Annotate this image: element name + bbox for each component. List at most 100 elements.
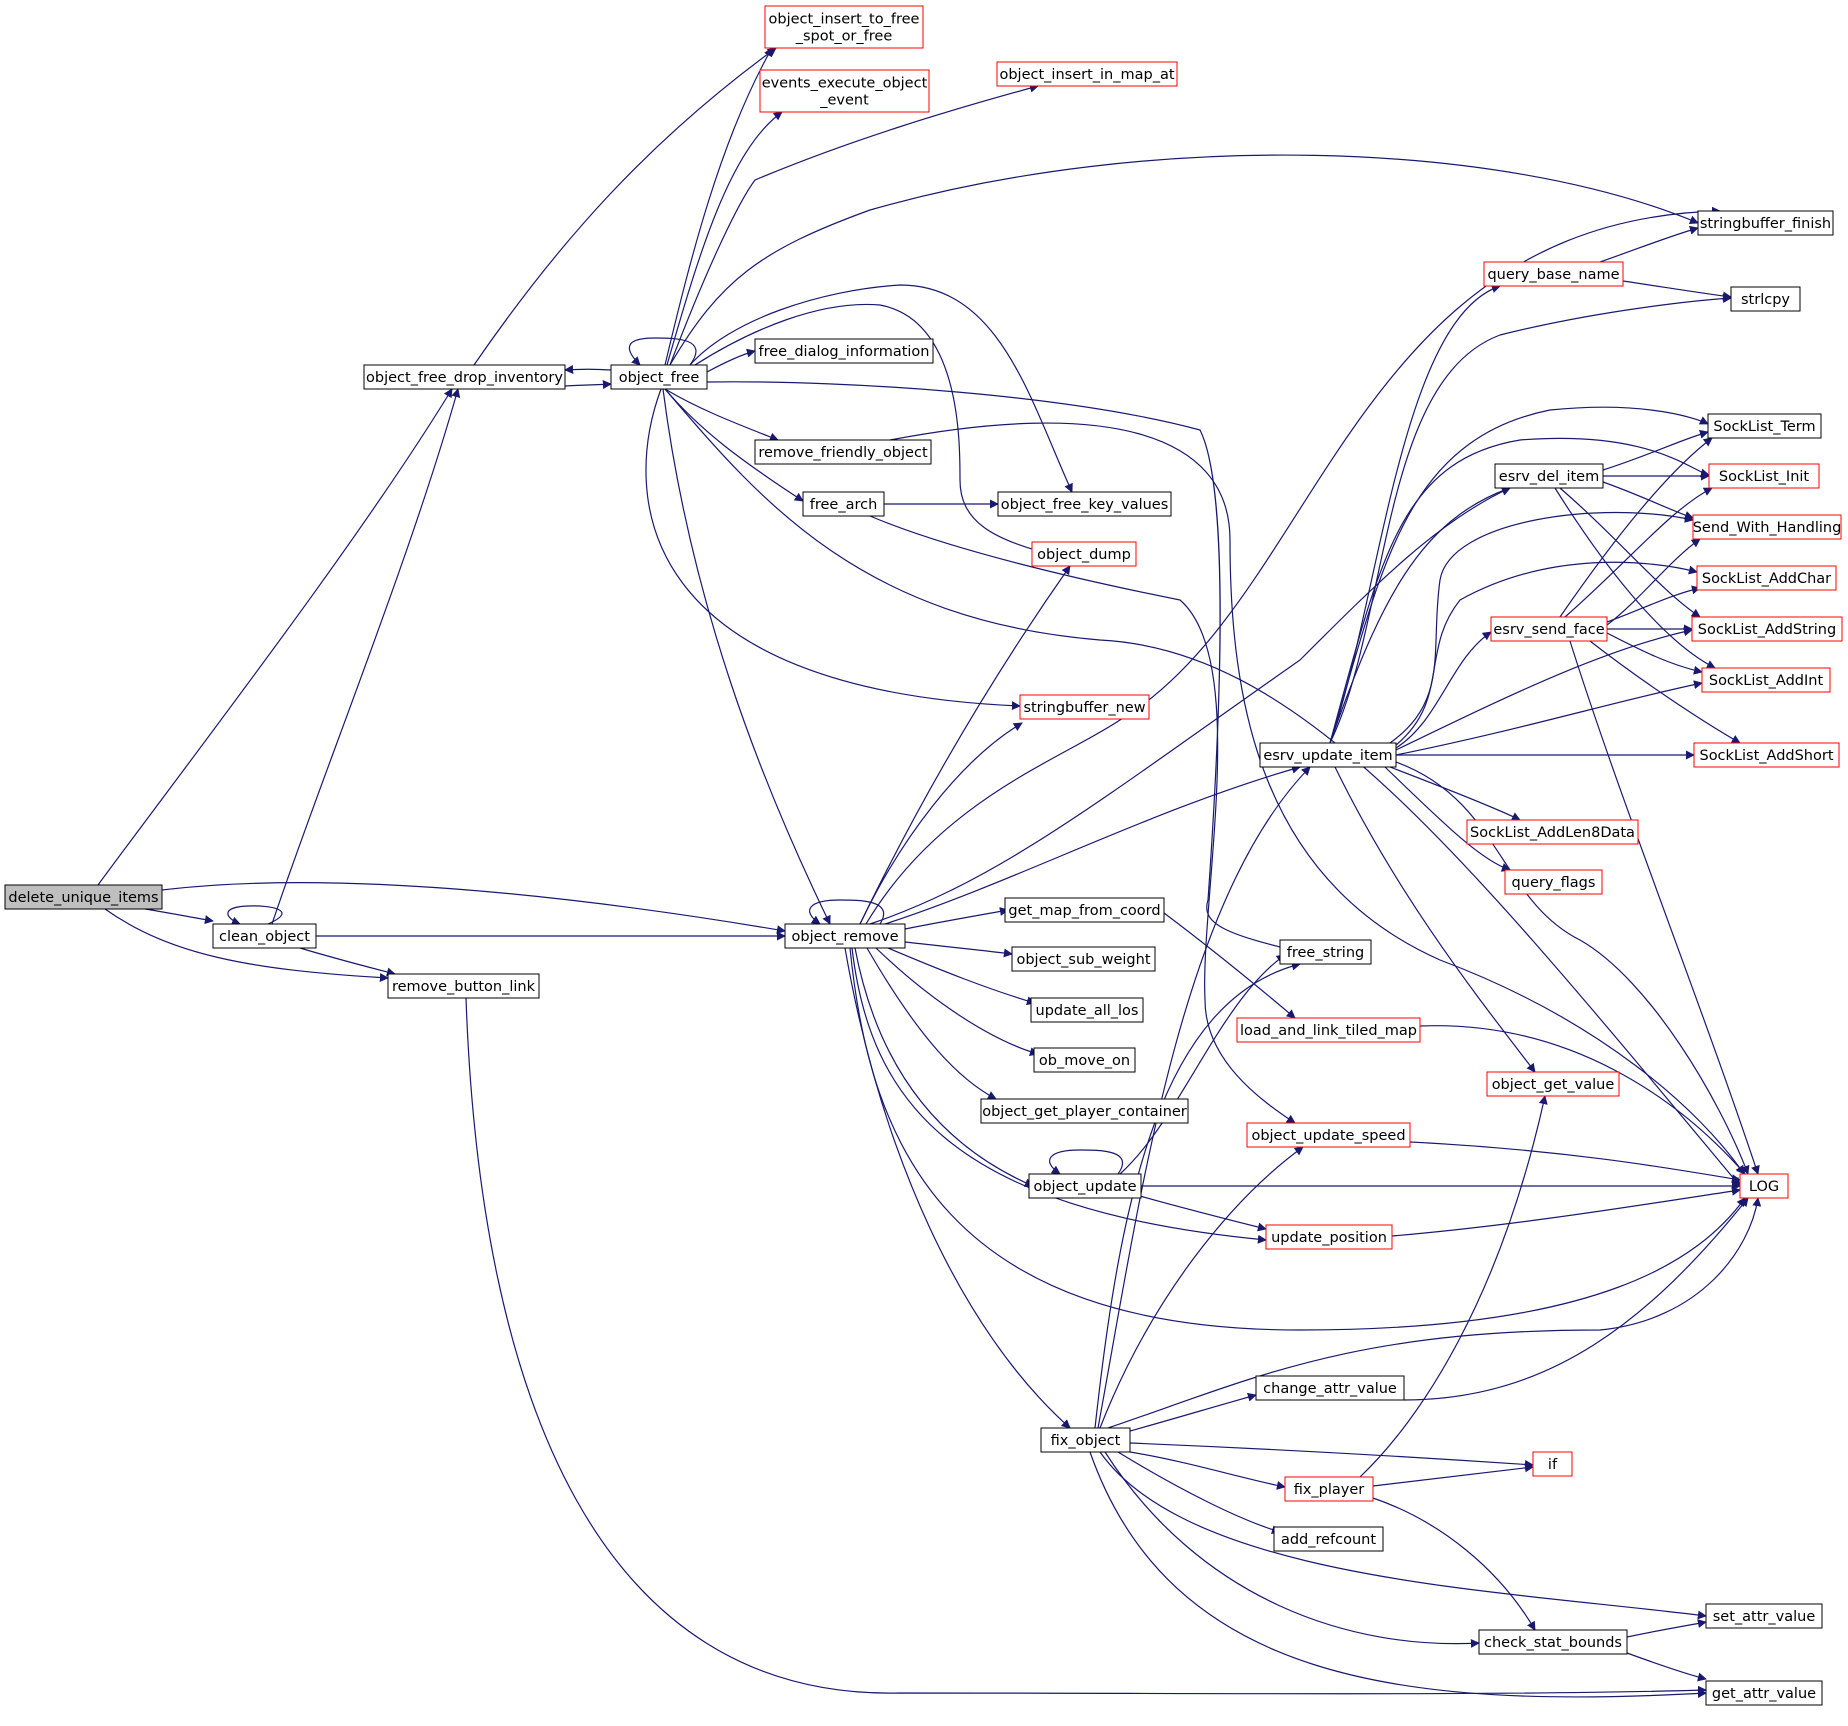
node-log[interactable]: LOG	[1739, 1173, 1789, 1199]
node-label: query_base_name	[1487, 267, 1619, 283]
edge-fix_object-to-set_attr_value	[1099, 1451, 1707, 1620]
node-ob-move-on[interactable]: ob_move_on	[1033, 1047, 1136, 1073]
node-box	[759, 69, 930, 113]
edge-object_remove-to-get_map_from_coord	[904, 907, 1009, 930]
node-add-refcount[interactable]: add_refcount	[1273, 1526, 1384, 1552]
edge-esrv_update_item-to-esrv_send_face	[1395, 631, 1492, 749]
edge-object_free-to-object_insert_to_free_spot_or_free	[664, 47, 773, 366]
node-box	[1701, 667, 1831, 693]
node-get-map-from-coord[interactable]: get_map_from_coord	[1004, 897, 1165, 923]
edge-object_free-to-object_free_drop_inventory	[564, 364, 612, 374]
edge-object_remove-to-object_remove	[809, 899, 885, 925]
node-socklist-addlen8data[interactable]: SockList_AddLen8Data	[1466, 819, 1639, 845]
node-fix-player[interactable]: fix_player	[1284, 1476, 1374, 1502]
node-box	[610, 364, 708, 390]
node-label: change_attr_value	[1263, 1381, 1397, 1397]
edge-object_free-to-object_dump	[694, 303, 1059, 559]
node-change-attr-value[interactable]: change_attr_value	[1255, 1375, 1405, 1401]
node-label: object_remove	[792, 929, 899, 945]
node-object-get-player-container[interactable]: object_get_player_container	[980, 1098, 1189, 1124]
node-socklist-init[interactable]: SockList_Init	[1708, 463, 1820, 489]
node-send-with-handling[interactable]: Send_With_Handling	[1692, 514, 1842, 540]
edge-delete_unique_items-to-clean_object	[144, 908, 214, 925]
node-update-position[interactable]: update_position	[1265, 1224, 1393, 1250]
node-esrv-send-face[interactable]: esrv_send_face	[1490, 616, 1608, 642]
node-socklist-addshort[interactable]: SockList_AddShort	[1693, 742, 1840, 768]
node-label: free_dialog_information	[759, 344, 930, 360]
node-label: get_map_from_coord	[1008, 903, 1160, 919]
node-label: SockList_AddChar	[1702, 571, 1831, 587]
node-stringbuffer-new[interactable]: stringbuffer_new	[1019, 694, 1150, 720]
node-socklist-term[interactable]: SockList_Term	[1707, 413, 1822, 439]
node-object-free[interactable]: object_free	[610, 364, 708, 390]
edge-clean_object-to-remove_button_link	[299, 947, 396, 977]
node-box	[754, 439, 932, 465]
node-strlcpy[interactable]: strlcpy	[1730, 286, 1801, 312]
edge-object_remove-to-esrv_del_item	[869, 487, 1511, 925]
edge-esrv_update_item-to-sockList_addInt	[1395, 680, 1703, 756]
edge-check_stat_bounds-to-set_attr_value	[1626, 1619, 1707, 1638]
node-delete-unique-items[interactable]: delete_unique_items	[4, 884, 163, 910]
node-label: object_free	[619, 370, 700, 386]
edge-object_update-to-object_update	[1049, 1149, 1124, 1175]
node-object-update[interactable]: object_update	[1028, 1173, 1142, 1199]
edge-delete_unique_items-to-object_remove	[161, 882, 786, 935]
edge-esrv_del_item-to-sockList_addInt	[1554, 487, 1716, 669]
node-clean-object[interactable]: clean_object	[212, 923, 317, 949]
node-object-update-speed[interactable]: object_update_speed	[1246, 1122, 1411, 1148]
node-label: if	[1548, 1457, 1558, 1473]
edge-clean_object-to-clean_object	[227, 905, 283, 926]
node-set-attr-value[interactable]: set_attr_value	[1705, 1603, 1823, 1629]
edge-remove_button_link-to-get_attr_value	[465, 997, 1707, 1695]
edge-fix_object-to-LOG	[1107, 1197, 1762, 1429]
node-object-insert-in-map-at[interactable]: object_insert_in_map_at	[996, 61, 1178, 87]
node-load-and-link-tiled-map[interactable]: load_and_link_tiled_map	[1236, 1017, 1421, 1043]
node-socklist-addstring[interactable]: SockList_AddString	[1691, 616, 1843, 642]
edge-fix_player-to-check_stat_bounds	[1369, 1496, 1536, 1631]
node-free-string[interactable]: free_string	[1279, 939, 1372, 965]
node-object-sub-weight[interactable]: object_sub_weight	[1011, 946, 1156, 972]
node-box	[1532, 1451, 1573, 1477]
edge-esrv_send_face-to-sockList_addChar	[1606, 585, 1701, 623]
node-box	[1696, 565, 1837, 591]
edge-object_remove-to-esrv_update_item	[884, 764, 1301, 925]
node-update-all-los[interactable]: update_all_los	[1030, 997, 1144, 1023]
edge-esrv_send_face-to-send_with_handling	[1606, 538, 1701, 626]
node-if[interactable]: if	[1532, 1451, 1573, 1477]
edge-object_free-to-stringbuffer_finish	[669, 154, 1699, 366]
node-label: ob_move_on	[1039, 1053, 1130, 1069]
node-query-flags[interactable]: query_flags	[1504, 869, 1603, 895]
node-object-dump[interactable]: object_dump	[1031, 541, 1137, 567]
node-query-base-name[interactable]: query_base_name	[1483, 261, 1624, 287]
node-box	[1707, 413, 1822, 439]
node-socklist-addint[interactable]: SockList_AddInt	[1701, 667, 1831, 693]
node-free-dialog-information[interactable]: free_dialog_information	[754, 338, 934, 364]
node-free-arch[interactable]: free_arch	[802, 491, 885, 517]
node-box	[802, 491, 885, 517]
node-remove-button-link[interactable]: remove_button_link	[387, 973, 540, 999]
node-object-get-value[interactable]: object_get_value	[1486, 1071, 1620, 1097]
node-check-stat-bounds[interactable]: check_stat_bounds	[1478, 1629, 1628, 1655]
node-fix-object[interactable]: fix_object	[1040, 1427, 1131, 1453]
edge-fix_object-to-change_attr_value	[1129, 1392, 1257, 1432]
edge-fix_player-to-object_get_value	[1359, 1095, 1548, 1478]
node-box	[997, 491, 1172, 517]
node-events-execute-object-event[interactable]: events_execute_object_event	[759, 69, 930, 113]
node-get-attr-value[interactable]: get_attr_value	[1705, 1680, 1823, 1706]
node-esrv-del-item[interactable]: esrv_del_item	[1494, 463, 1604, 489]
node-object-free-drop-inventory[interactable]: object_free_drop_inventory	[363, 364, 566, 390]
node-box	[1031, 541, 1137, 567]
edge-fix_object-to-esrv_update_item	[1097, 766, 1311, 1429]
node-box	[1697, 210, 1834, 236]
node-esrv-update-item[interactable]: esrv_update_item	[1259, 742, 1397, 768]
node-object-insert-to-free-spot-or-free[interactable]: object_insert_to_free_spot_or_free	[764, 5, 924, 49]
node-socklist-addchar[interactable]: SockList_AddChar	[1696, 565, 1837, 591]
node-stringbuffer-finish[interactable]: stringbuffer_finish	[1697, 210, 1834, 236]
node-label: fix_object	[1051, 1433, 1121, 1449]
node-object-remove[interactable]: object_remove	[784, 923, 906, 949]
edge-esrv_send_face-to-sockList_addInt	[1606, 632, 1703, 675]
node-object-free-key-values[interactable]: object_free_key_values	[997, 491, 1172, 517]
edge-object_remove-to-object_get_player_container	[866, 947, 997, 1100]
node-box	[784, 923, 906, 949]
node-remove-friendly-object[interactable]: remove_friendly_object	[754, 439, 932, 465]
